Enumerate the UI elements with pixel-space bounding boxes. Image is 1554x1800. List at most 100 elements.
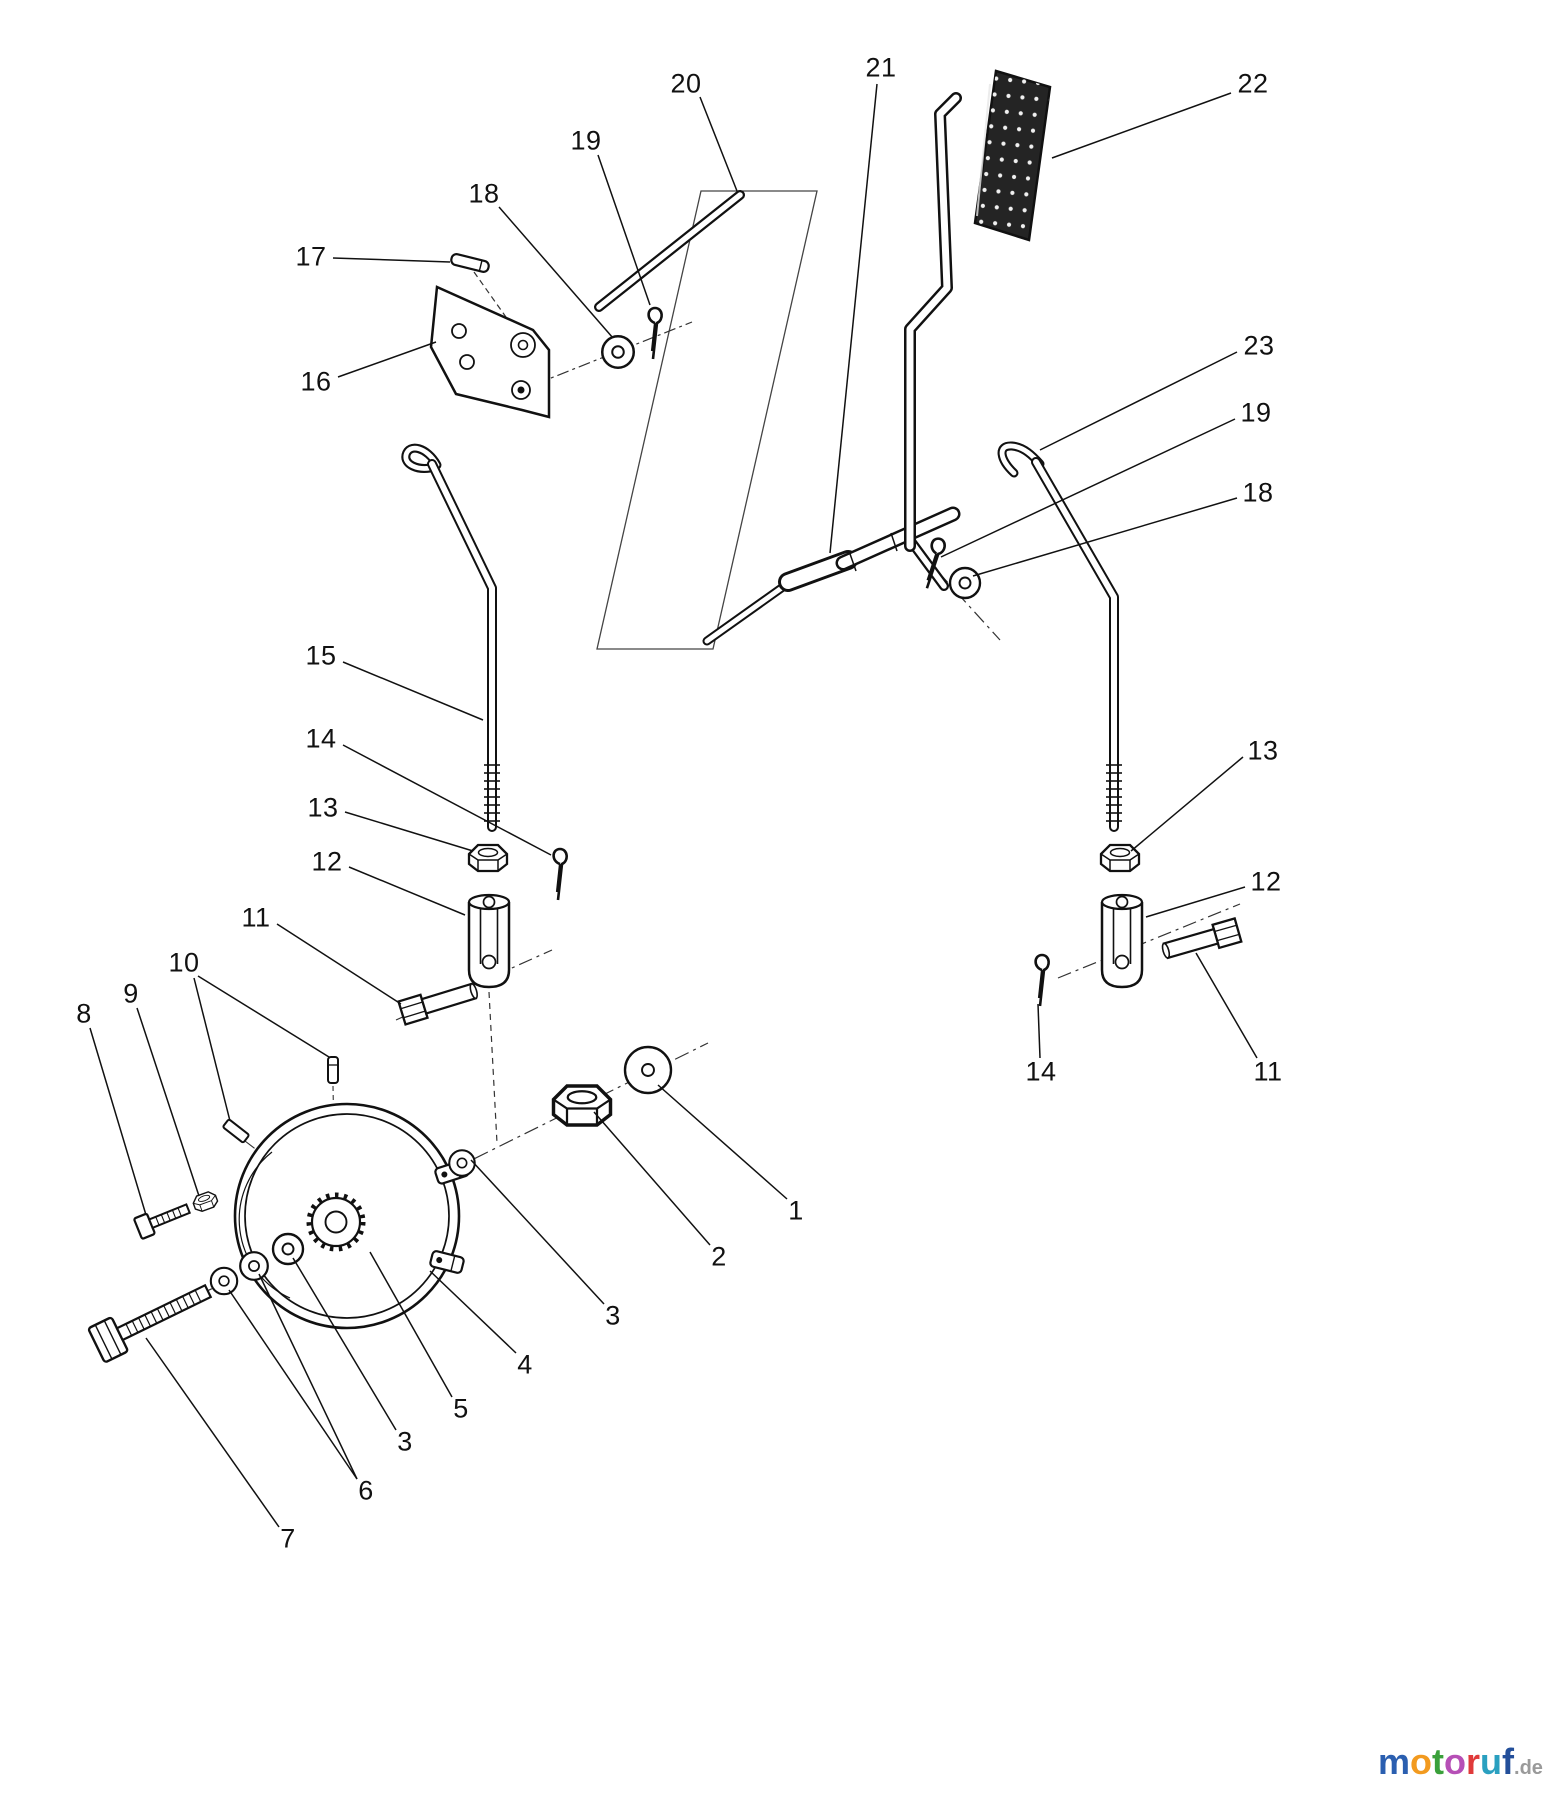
watermark-letter: u bbox=[1480, 1741, 1503, 1782]
leader-line-2 bbox=[593, 1111, 711, 1246]
leader-line-9 bbox=[136, 1007, 200, 1197]
callout-label-3: 3 bbox=[397, 1426, 413, 1457]
callout-label-9: 9 bbox=[123, 978, 139, 1009]
cotter-pin-19-left bbox=[647, 306, 663, 361]
callout-label-21: 21 bbox=[865, 52, 897, 83]
leader-line-13 bbox=[1130, 756, 1244, 852]
leader-line-7 bbox=[145, 1337, 280, 1528]
clevis-12-left bbox=[467, 893, 511, 989]
hex-bolt-7 bbox=[87, 1283, 213, 1363]
washer-6-a bbox=[209, 1266, 239, 1296]
watermark-letter: r bbox=[1466, 1741, 1481, 1782]
leader-line-20 bbox=[699, 96, 738, 192]
pedal-pad bbox=[973, 69, 1052, 242]
roll-pin-10 bbox=[222, 1118, 250, 1144]
callout-label-14: 14 bbox=[1025, 1056, 1057, 1087]
callout-label-16: 16 bbox=[300, 366, 332, 397]
callout-label-19: 19 bbox=[1240, 397, 1272, 428]
callout-label-17: 17 bbox=[295, 241, 327, 272]
brake-rod-left bbox=[401, 443, 500, 832]
watermark-letter: t bbox=[1432, 1741, 1445, 1782]
washer-1 bbox=[623, 1045, 673, 1095]
clevis-pin-11-right bbox=[1158, 917, 1243, 965]
callout-label-12: 12 bbox=[311, 846, 343, 877]
callout-label-22: 22 bbox=[1237, 68, 1269, 99]
brake-rod-right bbox=[997, 441, 1122, 832]
leader-line-18 bbox=[498, 206, 614, 339]
callout-label-12: 12 bbox=[1250, 866, 1282, 897]
watermark-letter: o bbox=[1444, 1741, 1467, 1782]
callout-label-11: 11 bbox=[241, 902, 271, 933]
watermark-tld: .de bbox=[1514, 1757, 1543, 1779]
leader-line-14 bbox=[342, 744, 552, 856]
leader-line-23 bbox=[1039, 351, 1238, 451]
roll-pin-17 bbox=[450, 253, 490, 273]
callout-label-23: 23 bbox=[1243, 330, 1275, 361]
callout-label-3: 3 bbox=[605, 1300, 621, 1331]
callout-label-1: 1 bbox=[788, 1195, 804, 1226]
watermark-letter: m bbox=[1378, 1741, 1411, 1782]
callout-label-14: 14 bbox=[305, 723, 337, 754]
hex-nut-2 bbox=[551, 1084, 613, 1127]
leader-line-19 bbox=[940, 418, 1236, 558]
callout-label-11: 11 bbox=[1253, 1056, 1283, 1087]
brake-rod-upper bbox=[594, 190, 745, 312]
leader-line-10 bbox=[197, 975, 330, 1058]
drum-hub-gear bbox=[306, 1192, 366, 1252]
frame-panel-phantom bbox=[596, 190, 818, 650]
callout-label-10: 10 bbox=[168, 947, 200, 978]
callout-label-13: 13 bbox=[307, 792, 339, 823]
callout-label-2: 2 bbox=[711, 1241, 727, 1272]
leader-line-10 bbox=[193, 977, 231, 1122]
brake-drum-assembly bbox=[233, 1102, 470, 1330]
leader-line-5 bbox=[369, 1251, 453, 1398]
pedal-lever bbox=[904, 92, 962, 552]
callout-leader-lines bbox=[89, 83, 1258, 1528]
band-lug-lower bbox=[429, 1250, 465, 1274]
leader-line-13 bbox=[344, 811, 474, 852]
clevis-12-right bbox=[1100, 893, 1144, 989]
leader-line-22 bbox=[1051, 92, 1232, 159]
hex-nut-13-left bbox=[467, 843, 509, 873]
callout-label-19: 19 bbox=[570, 125, 602, 156]
leader-line-15 bbox=[342, 661, 484, 721]
callout-label-20: 20 bbox=[670, 68, 702, 99]
callout-label-8: 8 bbox=[76, 998, 92, 1029]
leader-line-1 bbox=[657, 1084, 788, 1200]
leader-line-3 bbox=[292, 1257, 397, 1431]
leader-line-11 bbox=[276, 923, 402, 1005]
leader-line-3 bbox=[470, 1159, 605, 1305]
callout-label-18: 18 bbox=[1242, 477, 1274, 508]
watermark-letter: o bbox=[1410, 1741, 1433, 1782]
leader-line-18 bbox=[972, 497, 1238, 577]
leader-line-6 bbox=[228, 1289, 358, 1480]
mounting-plate bbox=[429, 285, 551, 419]
washer-18-left bbox=[600, 334, 636, 370]
washer-6-b bbox=[239, 1251, 269, 1281]
hex-nut-9 bbox=[190, 1189, 220, 1214]
watermark-letter: f bbox=[1502, 1741, 1515, 1782]
leader-line-14 bbox=[1037, 1003, 1041, 1059]
leader-line-17 bbox=[332, 257, 451, 263]
washer-3-right bbox=[448, 1149, 476, 1177]
leader-line-6 bbox=[258, 1273, 358, 1480]
cross-shaft bbox=[702, 506, 961, 646]
cotter-pin-14-left bbox=[552, 847, 568, 902]
callout-label-4: 4 bbox=[517, 1349, 533, 1380]
set-screw-10 bbox=[327, 1056, 339, 1084]
callout-label-18: 18 bbox=[468, 178, 500, 209]
leader-line-12 bbox=[1145, 886, 1246, 918]
leader-line-16 bbox=[337, 341, 437, 378]
leader-line-8 bbox=[89, 1027, 147, 1216]
leader-line-11 bbox=[1195, 952, 1258, 1059]
leader-line-4 bbox=[429, 1270, 517, 1354]
callout-label-6: 6 bbox=[358, 1475, 374, 1506]
leader-line-19 bbox=[597, 154, 651, 306]
watermark-word: motoruf bbox=[1378, 1741, 1514, 1782]
callout-label-13: 13 bbox=[1247, 735, 1279, 766]
callout-label-5: 5 bbox=[453, 1393, 469, 1424]
clevis-pin-11-left bbox=[397, 977, 482, 1026]
cotter-pin-14-right bbox=[1034, 953, 1050, 1008]
